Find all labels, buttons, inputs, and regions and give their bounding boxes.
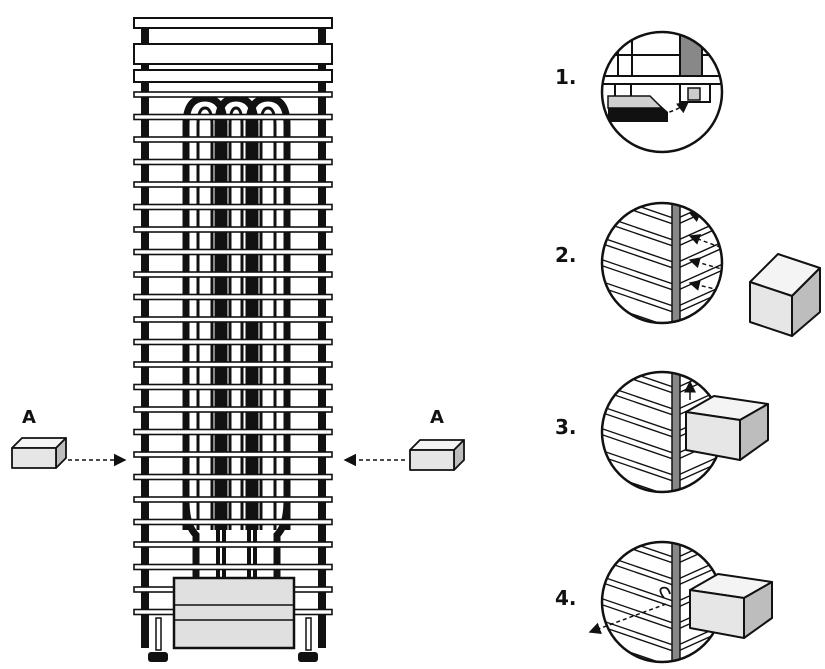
- right-foot-bolt: [305, 617, 312, 651]
- slat-edge: [600, 324, 725, 350]
- slat-edge: [600, 340, 725, 366]
- slat-edge: [600, 664, 725, 669]
- slat: [133, 91, 333, 98]
- slat-edge: [600, 494, 725, 520]
- base-box: [172, 576, 296, 650]
- slat-edge: [600, 155, 725, 181]
- slat-edge: [600, 500, 725, 526]
- slat: [133, 541, 333, 548]
- stone-block-icon: [685, 395, 769, 461]
- step-4-label: 4.: [555, 586, 577, 610]
- slat: [133, 136, 333, 143]
- slat: [133, 113, 333, 121]
- top-rim: [133, 69, 333, 83]
- top-frame-inner: [133, 43, 333, 65]
- slat-edge: [602, 372, 722, 373]
- step-2-label: 2.: [555, 243, 577, 267]
- slat-edge: [600, 331, 725, 357]
- step-1-label: 1.: [555, 65, 577, 89]
- stone-right-label: A: [430, 407, 444, 428]
- slat: [133, 361, 333, 368]
- slat: [133, 271, 333, 278]
- detail-step-1: [600, 30, 724, 154]
- slat: [133, 473, 333, 481]
- slat: [133, 518, 333, 526]
- slat-edge: [600, 510, 725, 536]
- slat-edge: [600, 171, 725, 197]
- slat: [133, 203, 333, 211]
- detail-step-4: [588, 494, 773, 669]
- left-foot: [148, 652, 168, 662]
- slat: [133, 563, 333, 571]
- slat-edge: [600, 494, 725, 520]
- slat: [133, 293, 333, 301]
- slat: [133, 181, 333, 188]
- slat: [133, 428, 333, 436]
- slat: [133, 226, 333, 233]
- slat-edge: [600, 325, 725, 351]
- slat-edge: [602, 203, 722, 204]
- stone-left: A: [11, 407, 127, 469]
- detail-step-2: [600, 155, 821, 357]
- slat: [133, 406, 333, 413]
- slat-edge: [602, 542, 722, 543]
- detail-2-frame: [600, 201, 724, 325]
- slat: [133, 248, 333, 256]
- left-foot-bolt: [155, 617, 162, 651]
- stone-block-icon: [689, 573, 773, 639]
- stone-slats: [133, 91, 333, 616]
- slat: [133, 451, 333, 458]
- step-3-label: 3.: [555, 415, 577, 439]
- right-foot: [298, 652, 318, 662]
- top-frame: [133, 17, 333, 29]
- detail-step-3: [600, 324, 769, 526]
- slat: [133, 316, 333, 323]
- right-post: [318, 20, 326, 648]
- left-post: [141, 20, 149, 648]
- stone-block-icon: [11, 437, 67, 469]
- slat: [133, 158, 333, 166]
- slat: [133, 338, 333, 346]
- detail-1-frame: [600, 30, 724, 154]
- stone-right: A: [343, 407, 465, 471]
- stone-block-icon: [409, 439, 465, 471]
- slat: [133, 496, 333, 503]
- stone-left-label: A: [22, 407, 36, 428]
- slat: [133, 383, 333, 391]
- stone-block-icon: [749, 253, 821, 337]
- heater-tower: [133, 17, 333, 662]
